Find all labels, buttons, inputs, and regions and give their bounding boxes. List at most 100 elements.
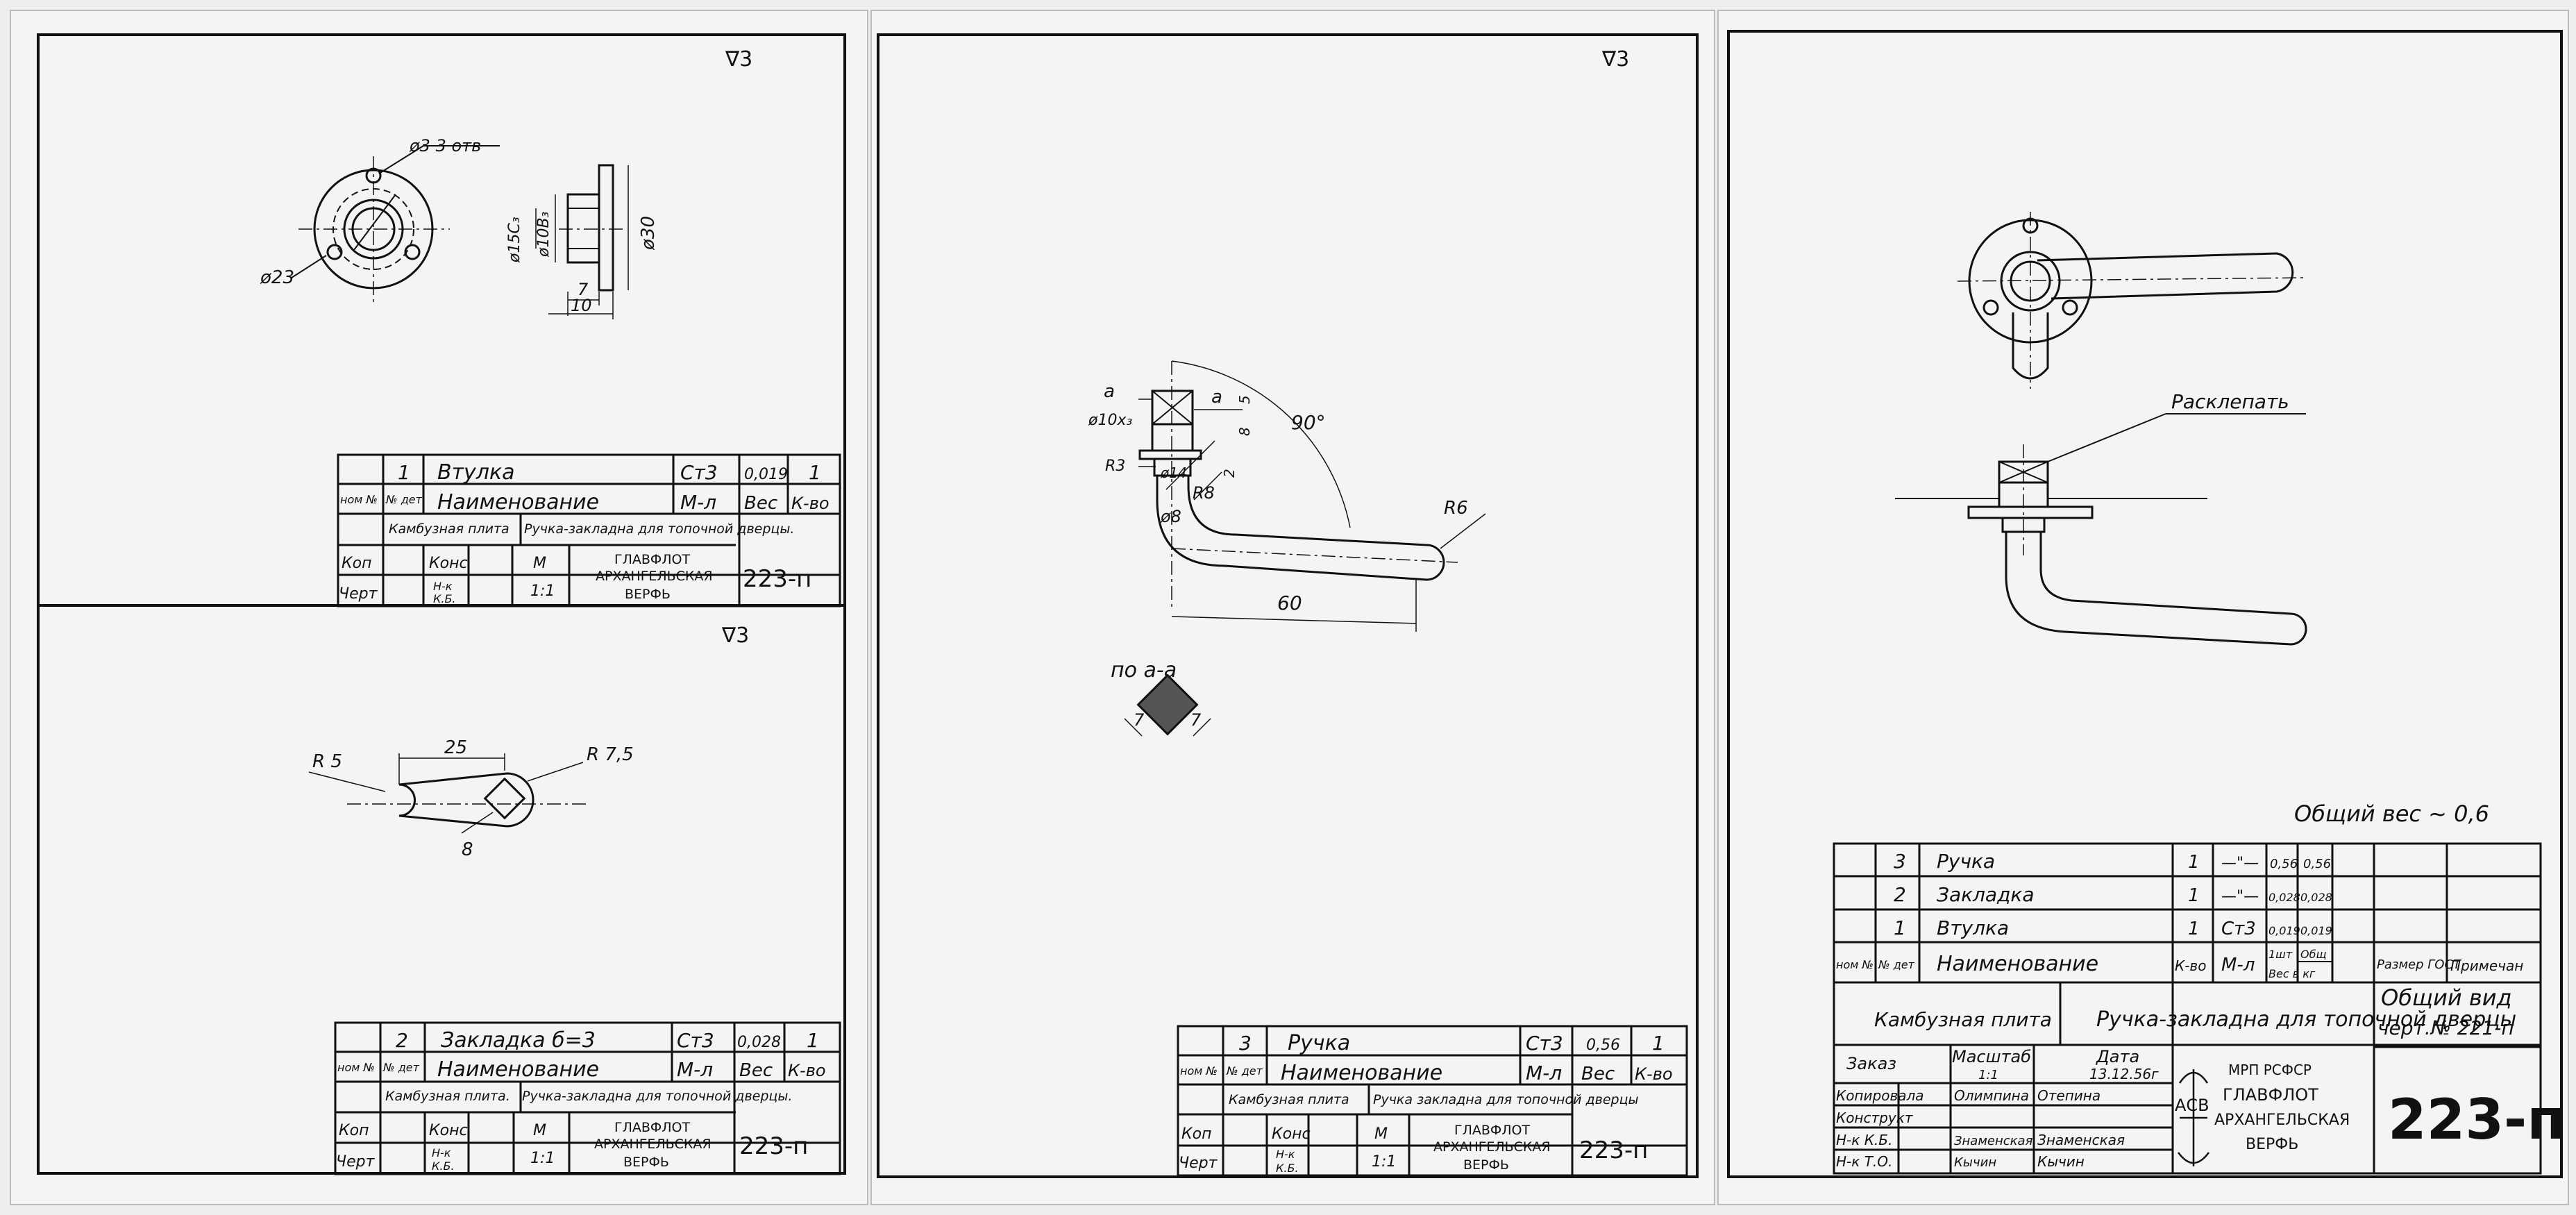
handle-dim-a2: а: [1211, 387, 1222, 408]
title-block-3: [1177, 1025, 1688, 1177]
view-ref: черт.№ 221-п: [2377, 1016, 2514, 1039]
tb2-proj1: Камбузная плита.: [385, 1089, 510, 1104]
tb3-h-det: № дет: [1226, 1064, 1263, 1078]
tb2-row-qty: 1: [807, 1029, 819, 1052]
assembly-top-view: [1957, 212, 2305, 389]
part-1-w2: 0,019: [2300, 924, 2332, 937]
tb3-kb: К.Б.: [1276, 1162, 1299, 1175]
tb2-nk: Н-к: [432, 1146, 451, 1159]
org0: МРП РСФСР: [2228, 1062, 2312, 1078]
tb2-kons: Конс: [429, 1122, 468, 1139]
tb2-org1: ГЛАВФЛОТ: [614, 1120, 691, 1135]
handle-dim-phi14: ø14: [1160, 464, 1187, 481]
tb2-h-weight: Вес: [739, 1060, 773, 1081]
tb1-row-weight: 0,019: [744, 466, 788, 483]
tb1-h-name: Наименование: [437, 490, 599, 514]
tb1-nk: Н-к: [433, 580, 453, 593]
tb2-kb: К.Б.: [432, 1159, 455, 1173]
tb3-org2: АРХАНГЕЛЬСКАЯ: [1433, 1139, 1551, 1155]
scale-label: Масштаб: [1952, 1047, 2031, 1066]
part-1-w1: 0,019: [2268, 924, 2300, 937]
sig-role-3: Н-к К.Б.: [1836, 1132, 1892, 1148]
tb1-cherk: Черт: [339, 585, 378, 603]
handle-dim-d8: 8: [1236, 427, 1253, 436]
dim-r5: R 5: [312, 751, 342, 772]
sig-person-3: Знаменская: [1954, 1134, 2033, 1148]
tb1-h-det: № дет: [385, 493, 423, 506]
tb3-row-name: Ручка: [1288, 1031, 1350, 1055]
tb1-row-qty: 1: [809, 461, 821, 484]
bushing-front-view: [291, 145, 500, 302]
part-3-w2: 0,56: [2303, 857, 2331, 871]
handle-dim-phi10: ø10х₃: [1088, 412, 1132, 429]
part-3-w1: 0,56: [2270, 857, 2298, 871]
roughness-mark-2: ∇3: [721, 623, 749, 648]
part-1-name: Втулка: [1937, 916, 2009, 939]
sig-sign-4: Кычин: [2037, 1153, 2085, 1170]
tb1-h-mat: М-л: [680, 491, 716, 514]
tb3-scale-m: М: [1374, 1125, 1388, 1143]
tb1-h-qty: К-во: [791, 494, 830, 513]
hdr-gost: Размер ГОСТ: [2377, 957, 2462, 972]
sig-person-1: Олимпина: [1954, 1087, 2029, 1104]
roughness-mark-3: ∇3: [1601, 47, 1629, 72]
dim-holes: ø3 3 отв: [409, 136, 481, 156]
handle-dim-r6: R6: [1444, 498, 1468, 519]
part-3-name: Ручка: [1937, 850, 1995, 873]
dim-len25: 25: [444, 737, 467, 758]
sig-role-4: Н-к Т.О.: [1836, 1153, 1892, 1170]
part-1-mat: Ст3: [2221, 919, 2256, 939]
tb3-drawing-no: 223-п: [1579, 1137, 1648, 1164]
bushing-side-view: [535, 164, 629, 319]
handle-dim-d2: 2: [1221, 469, 1238, 478]
tb1-proj1: Камбузная плита: [389, 521, 510, 537]
tb2-org2: АРХАНГЕЛЬСКАЯ: [594, 1137, 712, 1152]
tb2-h-mat: М-л: [677, 1058, 713, 1081]
handle-dim-angle: 90°: [1291, 411, 1326, 434]
tb1-scale-m: М: [533, 555, 546, 572]
tb2-org3: ВЕРФЬ: [623, 1155, 669, 1170]
hdr-qty: К-во: [2175, 957, 2206, 974]
date-value: 13.12.56г: [2089, 1066, 2159, 1082]
sig-person-4: Кычин: [1954, 1155, 1996, 1170]
latch-view: [308, 753, 590, 834]
tb1-kons: Конс: [429, 555, 468, 572]
tb1-org2: АРХАНГЕЛЬСКАЯ: [596, 569, 713, 584]
part-3-num: 3: [1894, 850, 1906, 873]
handle-dim-r8: R8: [1193, 483, 1215, 503]
tb2-h-qty: К-во: [788, 1061, 826, 1080]
section-dim-7a: 7: [1134, 710, 1145, 730]
tb2-row-mat: Ст3: [677, 1029, 714, 1052]
part-3-mat: —"—: [2221, 855, 2259, 872]
sheet-3: Расклепать Общий вес ~ 0,6: [1717, 10, 2569, 1205]
tb1-kb: К.Б.: [433, 592, 456, 605]
tb2-h-det: № дет: [382, 1061, 420, 1074]
hdr-weight-label: Вес в кг: [2268, 967, 2316, 980]
part-2-num: 2: [1894, 883, 1906, 906]
total-weight-note: Общий вес ~ 0,6: [2294, 801, 2489, 827]
sheet-2: ∇3 а а ø10х₃ 5 8 2 90° R3 ø: [870, 10, 1715, 1205]
tb1-row-num: 1: [398, 461, 410, 484]
tb3-kons: Конс: [1272, 1125, 1311, 1143]
dim-r75: R 7,5: [587, 744, 634, 765]
handle-dim-d5: 5: [1236, 395, 1253, 404]
hdr-name: Наименование: [1937, 952, 2098, 976]
tb3-h-qty: К-во: [1635, 1064, 1673, 1084]
scale-value: 1:1: [1978, 1068, 1998, 1082]
assembly-title-block: [1833, 842, 2542, 1175]
roughness-mark: ∇3: [725, 47, 752, 72]
view-title: Общий вид: [2381, 984, 2512, 1011]
tb2-row-num: 2: [396, 1029, 408, 1052]
dim-dia-30: ø30: [638, 216, 659, 251]
proj1: Камбузная плита: [1874, 1008, 2052, 1031]
hdr-w1: 1шт: [2268, 948, 2293, 961]
handle-dim-phi8: ø8: [1160, 507, 1181, 526]
dim-dia-23: ø23: [260, 267, 294, 288]
tb3-row-weight: 0,56: [1586, 1037, 1620, 1054]
dim-len8: 8: [462, 839, 473, 860]
part-2-w1: 0,028: [2268, 891, 2300, 904]
handle-dim-a1: а: [1104, 381, 1115, 402]
tb3-nk: Н-к: [1276, 1148, 1295, 1161]
tb2-scale-m: М: [533, 1122, 546, 1139]
